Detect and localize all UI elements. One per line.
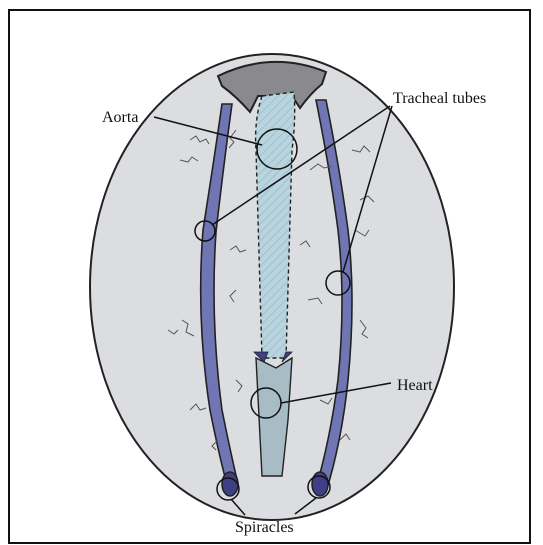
- label-aorta: Aorta: [102, 109, 138, 126]
- spiracle-left-bulb: [222, 472, 238, 496]
- label-heart: Heart: [397, 377, 433, 394]
- label-spiracles: Spiracles: [235, 519, 294, 536]
- label-tracheal-tubes: Tracheal tubes: [393, 90, 486, 107]
